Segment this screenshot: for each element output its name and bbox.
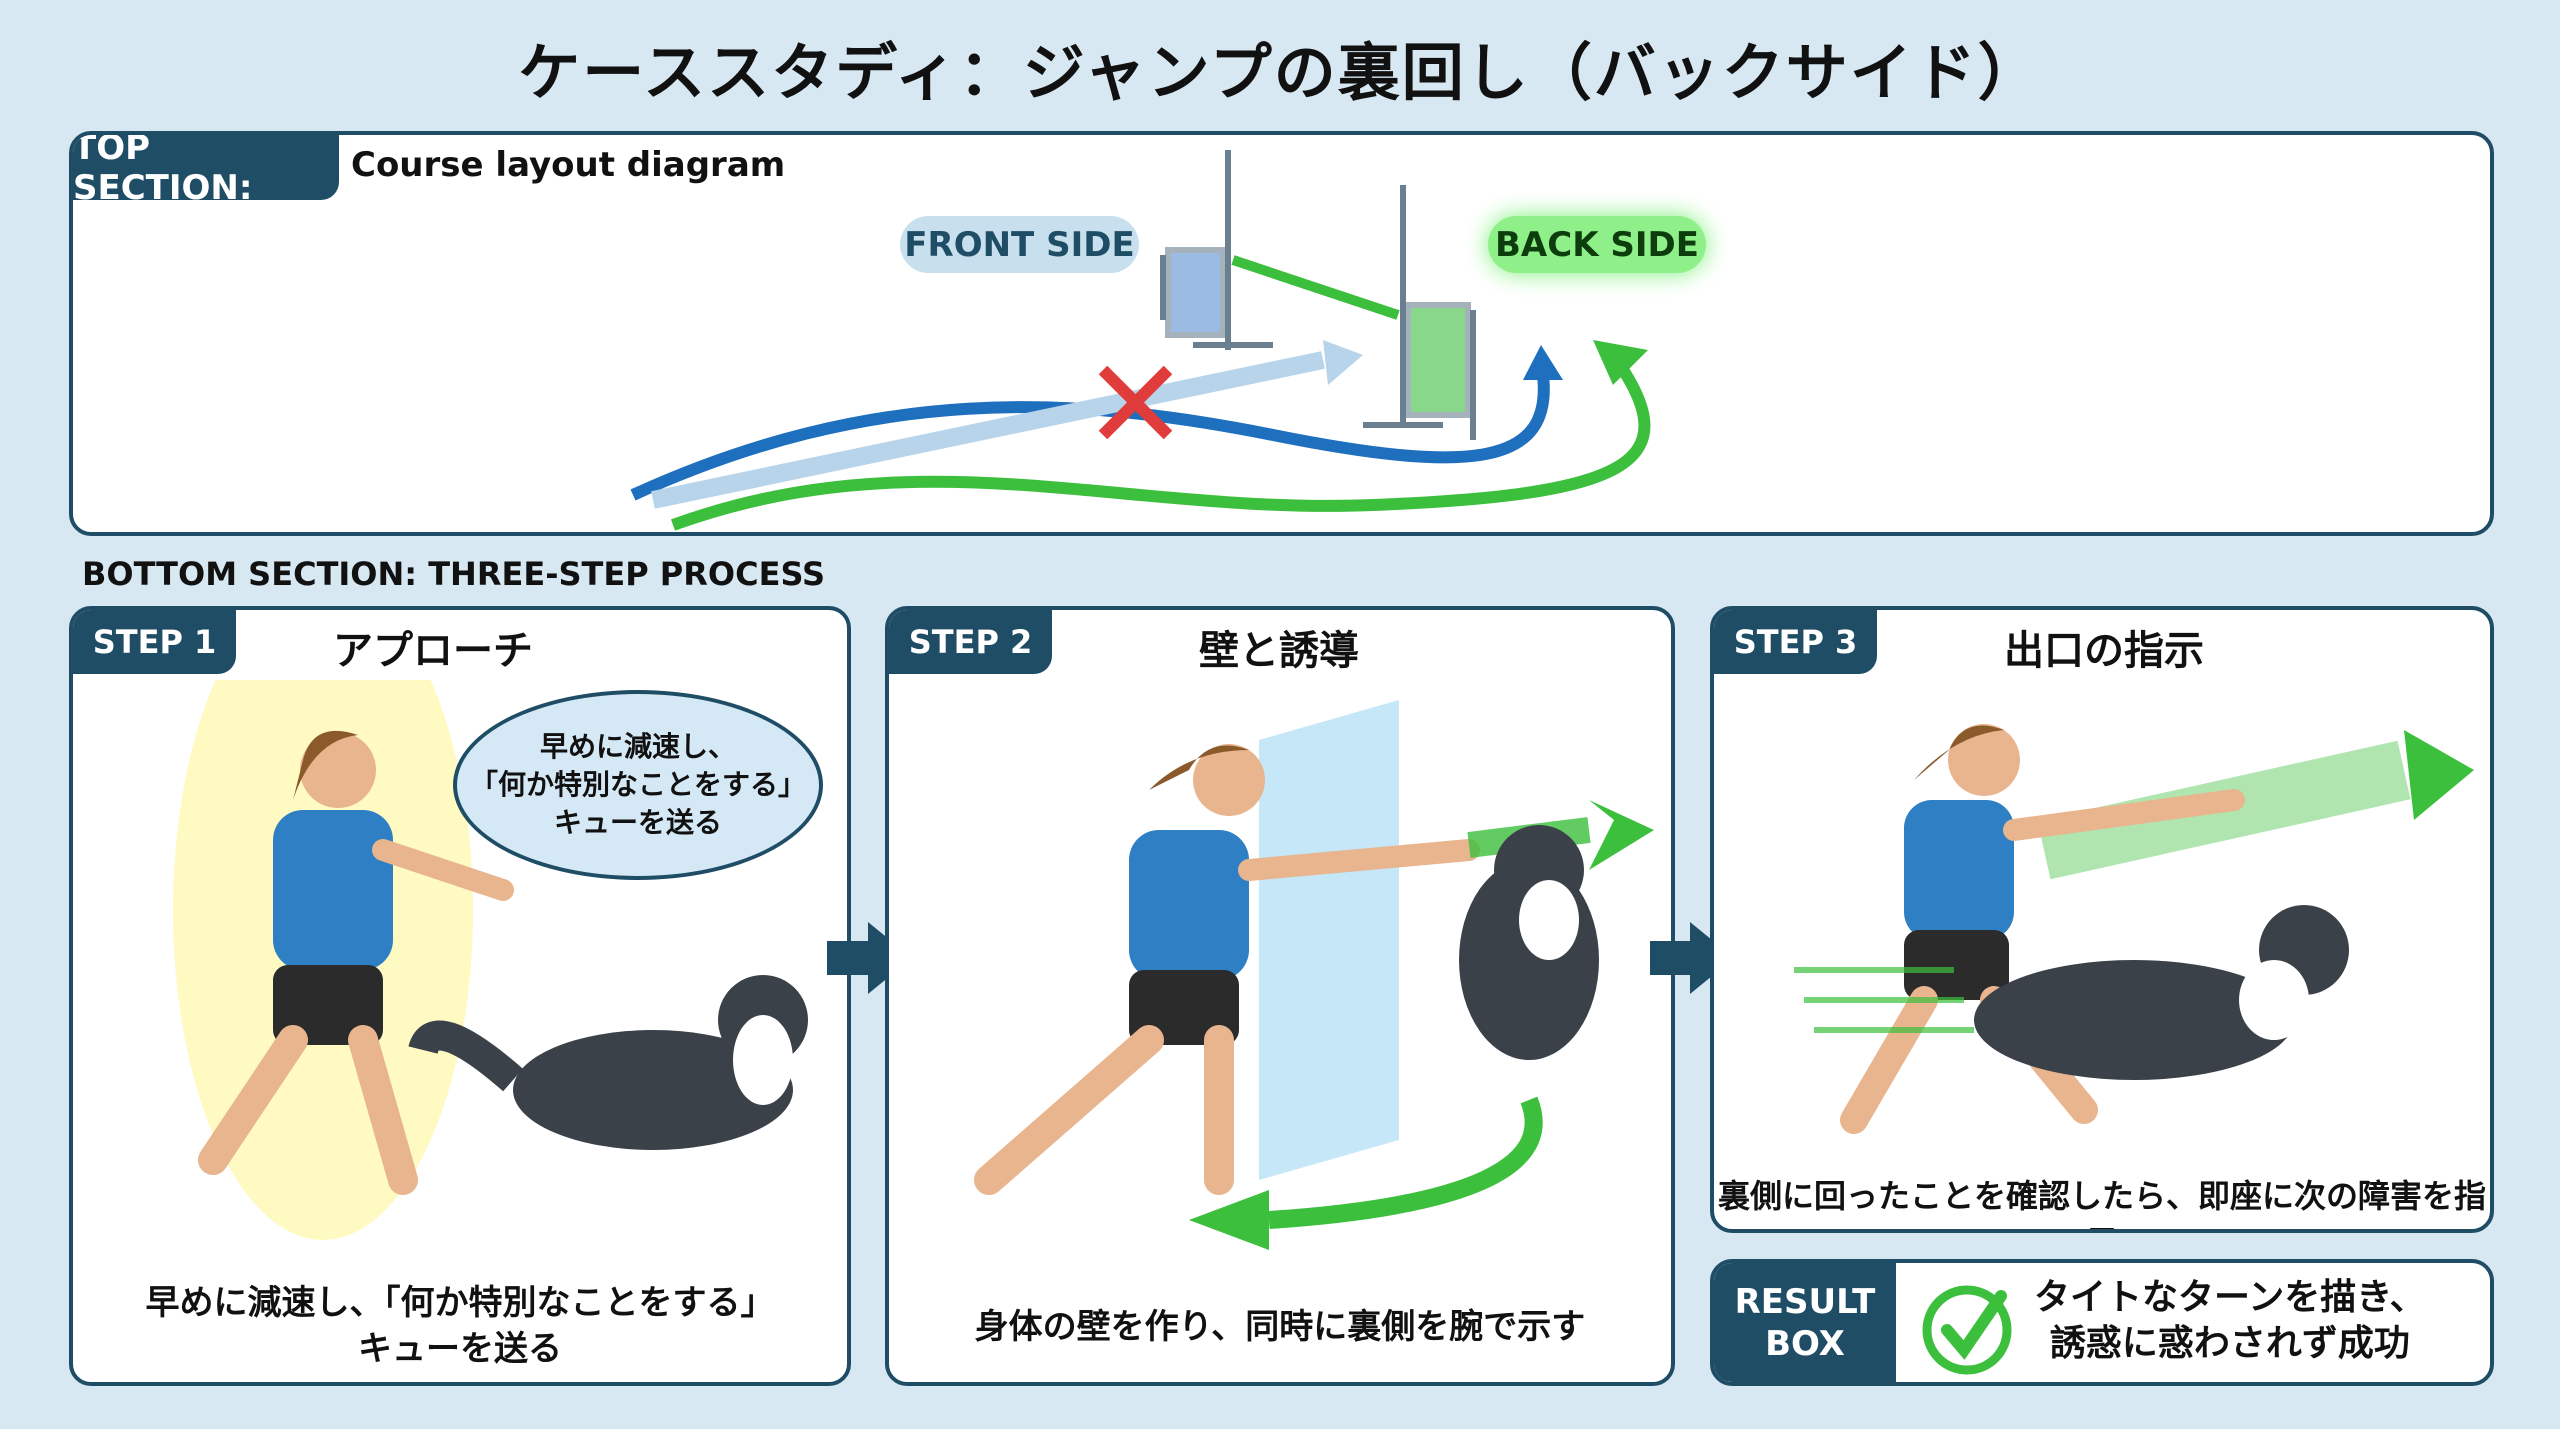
page-title: ケーススタディ：ジャンプの裏回し（バックサイド） — [518, 36, 2042, 109]
handler-and-dog-illustration — [173, 680, 808, 1240]
step-2-caption: 身体の壁を作り、同時に裏側を腕で示す — [974, 1307, 1586, 1347]
speech-bubble: 早めに減速し、 「何か特別なことをする」 キューを送る — [453, 690, 823, 880]
bottom-section-label: BOTTOM SECTION: THREE-STEP PROCESS — [82, 555, 826, 593]
step-3-tab: STEP 3 — [1714, 610, 1877, 674]
bubble-line-2: 「何か特別なことをする」 — [469, 768, 806, 801]
light-arrowhead — [1323, 340, 1363, 385]
step-2-tab: STEP 2 — [889, 610, 1052, 674]
top-section-description: Course layout diagram — [351, 145, 786, 185]
bubble-line-1: 早めに減速し、 — [539, 730, 736, 763]
course-layout-diagram — [630, 150, 1651, 531]
green-path — [670, 351, 1651, 531]
step-1-panel: STEP 1 アプローチ 早めに減速し、 「何か特別なことをする」 キューを送る… — [69, 606, 851, 1386]
result-box: RESULT BOX タイトなターンを描き、 誘惑に惑わされず成功 — [1710, 1259, 2494, 1386]
step-2-title: 壁と誘導 — [1199, 628, 1359, 674]
step-3-title: 出口の指示 — [2004, 628, 2204, 674]
step-3-panel: STEP 3 出口の指示 裏側に回ったことを確認したら、即座に次の障害を指示 — [1710, 606, 2494, 1233]
top-section-panel: TOP SECTION: Course layout diagram FRONT… — [69, 131, 2494, 536]
result-text-line-2: 誘惑に惑わされず成功 — [2049, 1323, 2410, 1364]
step-1-caption: 早めに減速し、「何か特別なことをする」 キューを送る — [73, 1280, 847, 1372]
top-section-label: TOP SECTION: — [73, 135, 339, 208]
light-straight-path — [651, 351, 1325, 509]
handler-pointing-illustration — [1794, 724, 2474, 1134]
bubble-line-3: キューを送る — [553, 806, 722, 839]
step-1-title: アプローチ — [333, 628, 533, 674]
blue-path — [630, 374, 1550, 501]
check-circle-icon — [1922, 1285, 2012, 1375]
step-arrow-2-bar — [1650, 941, 1692, 975]
blue-arrowhead — [1523, 345, 1563, 380]
step-2-panel: STEP 2 壁と誘導 身体の壁を作り、同時に裏側を腕で示す — [885, 606, 1675, 1386]
result-text: タイトなターンを描き、 誘惑に惑わされず成功 — [2034, 1275, 2426, 1367]
step-3-caption: 裏側に回ったことを確認したら、即座に次の障害を指示 — [1717, 1177, 2486, 1229]
result-box-label: RESULT BOX — [1714, 1263, 1896, 1382]
green-arrowhead — [1593, 340, 1648, 385]
back-side-label: BACK SIDE — [1488, 216, 1706, 273]
result-label-line-2: BOX — [1765, 1323, 1845, 1364]
jump-obstacle — [1160, 150, 1476, 440]
step-1-caption-line-1: 早めに減速し、「何か特別なことをする」 — [145, 1283, 775, 1323]
result-label-line-1: RESULT — [1734, 1281, 1876, 1322]
front-side-label: FRONT SIDE — [900, 216, 1139, 273]
result-text-line-1: タイトなターンを描き、 — [2034, 1277, 2426, 1318]
step-1-tab: STEP 1 — [73, 610, 236, 674]
red-x-icon — [1098, 365, 1173, 440]
handler-wall-illustration — [974, 700, 1654, 1250]
step-1-caption-line-2: キューを送る — [358, 1329, 562, 1369]
step-arrow-1-bar — [827, 941, 869, 975]
